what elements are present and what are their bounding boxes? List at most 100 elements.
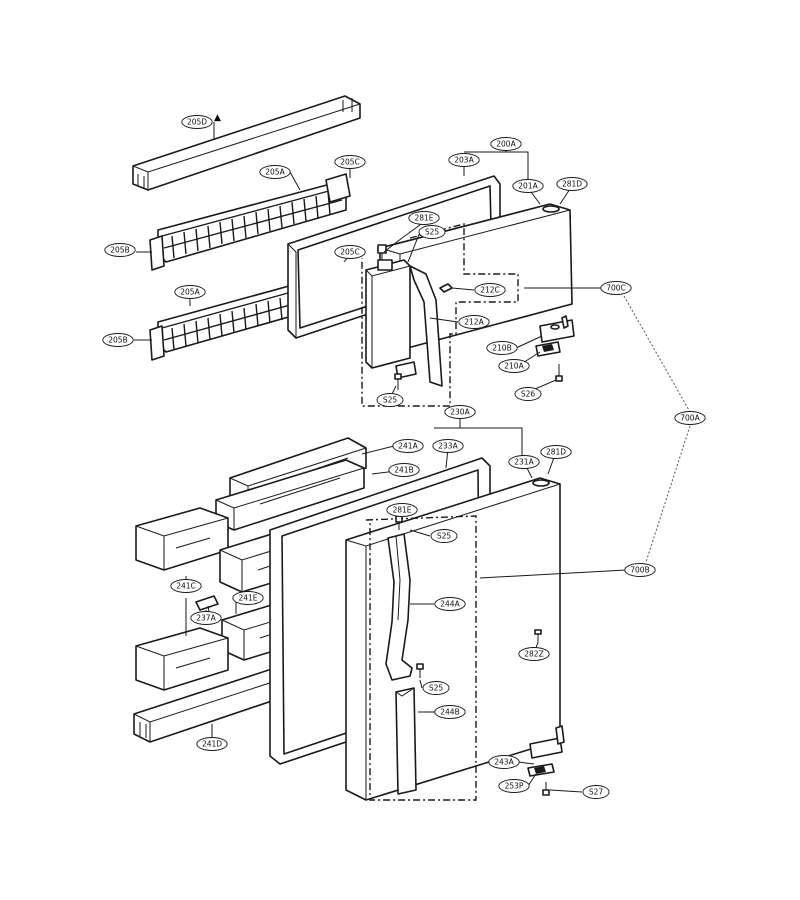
part-label-201a: 201A (512, 179, 544, 193)
label-oval (600, 281, 632, 295)
label-oval (181, 115, 213, 129)
part-label-700a: 700A (674, 411, 706, 425)
label-text: 244A (440, 600, 460, 609)
label-oval (392, 439, 424, 453)
part-label-s27: S27 (582, 785, 610, 799)
label-text: S25 (429, 684, 444, 693)
part-label-230a: 230A (444, 405, 476, 419)
label-oval (170, 579, 202, 593)
label-text: 241E (238, 594, 257, 603)
part-label-281d-1: 281D (556, 177, 588, 191)
part-label-244a: 244A (434, 597, 466, 611)
part-label-253p: 253P (498, 779, 530, 793)
label-text: 253P (505, 782, 524, 791)
label-text: 230A (450, 408, 470, 417)
label-oval (518, 647, 550, 661)
label-text: 210A (504, 362, 524, 371)
part-label-s25-3: S25 (430, 529, 458, 543)
label-text: 241A (398, 442, 418, 451)
label-text: 244B (440, 708, 459, 717)
label-oval (434, 705, 466, 719)
star-marker: ▲ (214, 113, 221, 123)
label-oval (444, 405, 476, 419)
part-label-237a: 237A (190, 611, 222, 625)
label-text: 241D (202, 740, 222, 749)
label-oval (458, 315, 490, 329)
part-label-205c-2: 205C (334, 245, 366, 259)
label-oval (408, 211, 440, 225)
label-oval (498, 779, 530, 793)
label-text: 205B (108, 336, 127, 345)
label-text: 212A (464, 318, 484, 327)
part-label-s25-2: S25 (376, 393, 404, 407)
label-oval (232, 591, 264, 605)
fridge-handle-244a (385, 533, 413, 681)
part-label-281e-2: 281E (386, 503, 418, 517)
label-text: 237A (196, 614, 216, 623)
part-label-203a: 203A (448, 153, 480, 167)
part-label-241a: 241A (392, 439, 424, 453)
freezer-handle-212a (365, 259, 443, 387)
label-text: 201A (518, 182, 538, 191)
label-oval (674, 411, 706, 425)
fridge-handle-244b (395, 687, 417, 795)
cap-282z (534, 629, 542, 642)
part-label-210b: 210B (486, 341, 518, 355)
label-text: 281E (392, 506, 411, 515)
door-bin-241c-lower (135, 627, 229, 691)
part-label-212c: 212C (474, 283, 506, 297)
label-oval (508, 455, 540, 469)
label-oval (556, 177, 588, 191)
door-bin-205d (132, 95, 361, 191)
label-text: 243A (494, 758, 514, 767)
label-oval (386, 503, 418, 517)
label-text: S25 (425, 228, 440, 237)
label-text: 203A (454, 156, 474, 165)
hinge-210a (535, 341, 561, 357)
part-label-200a: 200A (490, 137, 522, 151)
label-oval (540, 445, 572, 459)
part-label-s26: S26 (514, 387, 542, 401)
label-text: 210B (492, 344, 511, 353)
part-label-241d: 241D (196, 737, 228, 751)
label-oval (432, 439, 464, 453)
label-oval (190, 611, 222, 625)
label-text: 241B (394, 466, 413, 475)
label-text: S26 (521, 390, 536, 399)
label-text: 200A (496, 140, 516, 149)
part-label-281d-2: 281D (540, 445, 572, 459)
label-oval (514, 387, 542, 401)
fridge-handle-outline (365, 515, 477, 801)
hinge-243a (527, 725, 565, 777)
label-oval (448, 153, 480, 167)
screw-s25-bottom-upper (394, 373, 402, 390)
part-label-241e: 241E (232, 591, 264, 605)
part-label-212a: 212A (458, 315, 490, 329)
part-label-241c: 241C (170, 579, 202, 593)
part-label-281e-1: 281E (408, 211, 440, 225)
label-text: 700C (606, 284, 626, 293)
label-text: 241C (176, 582, 196, 591)
label-oval (490, 137, 522, 151)
part-label-s25-4: S25 (422, 681, 450, 695)
label-oval (388, 463, 420, 477)
label-text: 205A (180, 288, 200, 297)
label-text: 231A (514, 458, 534, 467)
label-text: 205B (110, 246, 129, 255)
label-text: S27 (589, 788, 604, 797)
part-label-233a: 233A (432, 439, 464, 453)
screw-s26 (555, 364, 563, 382)
hinge-210b (539, 315, 575, 343)
label-oval (104, 243, 136, 257)
part-label-700c: 700C (600, 281, 632, 295)
screw-s27 (542, 782, 550, 796)
label-oval (498, 359, 530, 373)
label-text: 281E (414, 214, 433, 223)
label-text: 700A (680, 414, 700, 423)
part-label-205b-2: 205B (102, 333, 134, 347)
label-text: 281D (546, 448, 566, 457)
label-oval (102, 333, 134, 347)
label-text: S25 (383, 396, 398, 405)
